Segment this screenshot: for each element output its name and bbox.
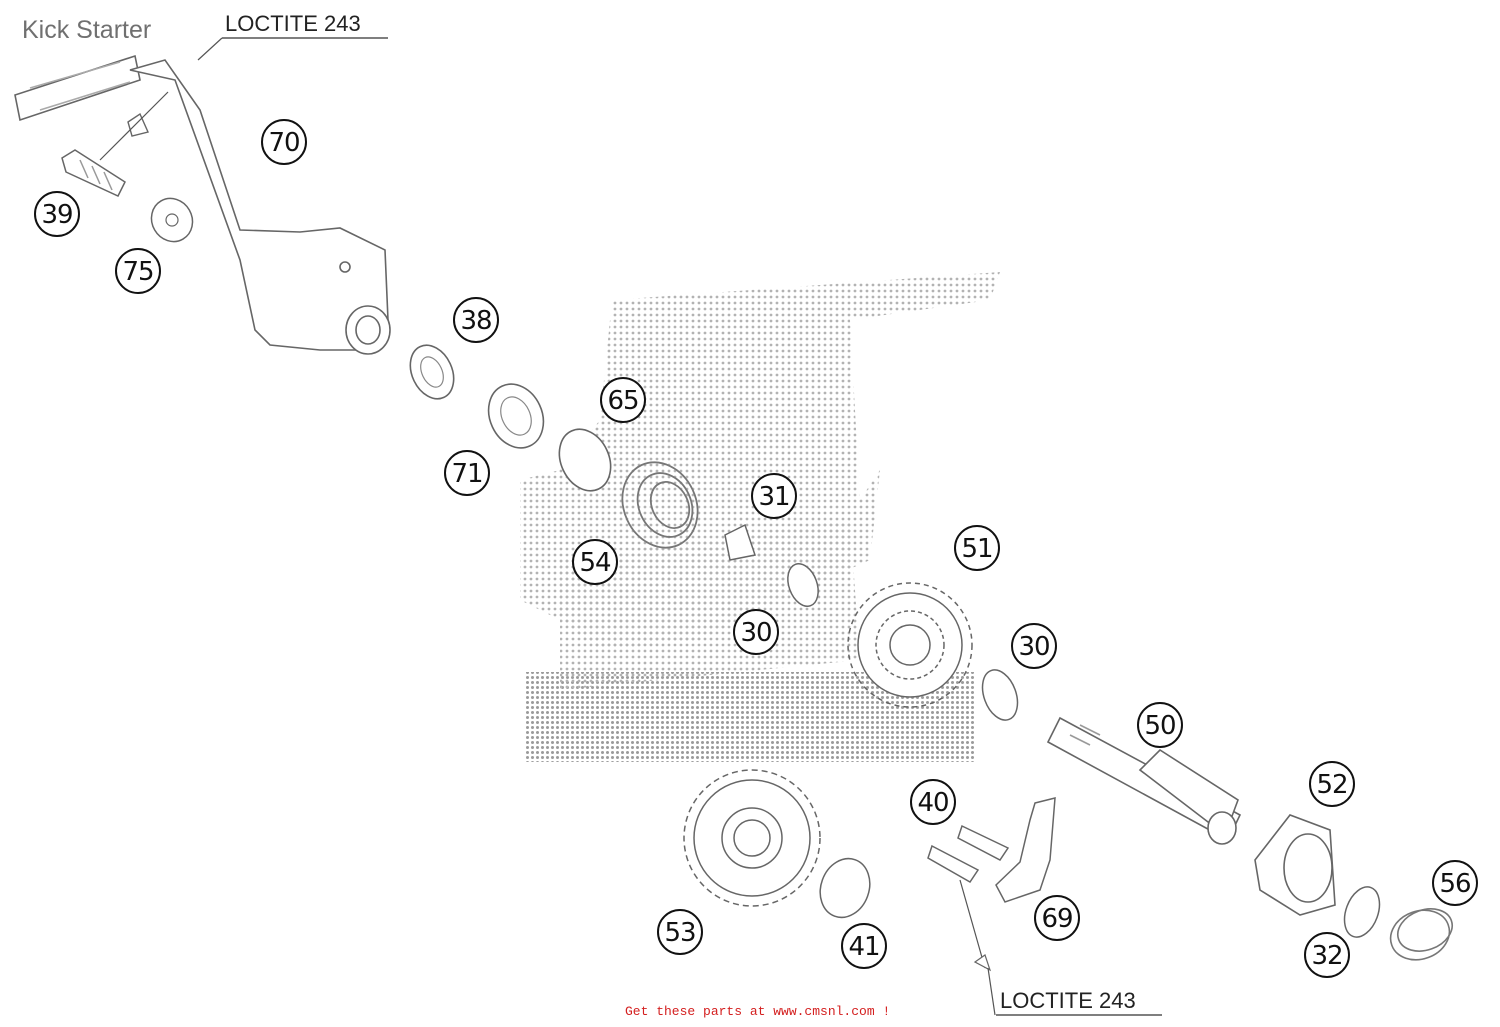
svg-text:56: 56: [1439, 869, 1470, 899]
callout-30-right: 30: [1011, 623, 1057, 669]
spring-54-part: [621, 461, 699, 549]
svg-text:LOCTITE 243: LOCTITE 243: [225, 11, 361, 36]
svg-text:30: 30: [740, 618, 771, 648]
bolts-40-part: [927, 824, 1010, 883]
ratchet-52-part: [1254, 814, 1336, 916]
svg-text:51: 51: [961, 534, 992, 564]
svg-text:41: 41: [848, 932, 879, 962]
page-title: Kick Starter: [22, 16, 152, 44]
svg-text:69: 69: [1041, 904, 1072, 934]
callout-41: 41: [841, 923, 887, 969]
callout-65: 65: [600, 377, 646, 423]
svg-text:30: 30: [1018, 632, 1049, 662]
washer-32-part: [1343, 886, 1381, 938]
svg-text:70: 70: [268, 128, 299, 158]
clip-31-part: [724, 523, 756, 561]
callout-53: 53: [657, 909, 703, 955]
callout-31: 31: [751, 473, 797, 519]
spring-56-part: [1389, 908, 1453, 961]
callout-40: 40: [910, 779, 956, 825]
svg-text:LOCTITE 243: LOCTITE 243: [1000, 988, 1136, 1013]
svg-text:75: 75: [122, 257, 153, 287]
svg-text:65: 65: [607, 386, 638, 416]
callout-32: 32: [1304, 932, 1350, 978]
svg-text:54: 54: [579, 548, 611, 578]
plate-69-part: [995, 797, 1056, 903]
svg-text:53: 53: [664, 918, 695, 948]
svg-text:32: 32: [1311, 941, 1342, 971]
callout-50: 50: [1137, 702, 1183, 748]
kick-lever-part: [14, 54, 391, 355]
bolt-39-part: [61, 149, 126, 197]
svg-text:40: 40: [917, 788, 948, 818]
callout-38: 38: [453, 297, 499, 343]
loctite-note-top: LOCTITE 243: [197, 11, 388, 61]
callout-75: 75: [115, 248, 161, 294]
svg-text:71: 71: [451, 459, 482, 489]
washer-30-part: [787, 563, 819, 607]
callout-39: 39: [34, 191, 80, 237]
svg-text:38: 38: [460, 306, 491, 336]
footer-link[interactable]: Get these parts at www.cmsnl.com !: [625, 1004, 891, 1019]
svg-text:52: 52: [1316, 770, 1347, 800]
svg-text:50: 50: [1144, 711, 1175, 741]
gear-53-part: [683, 769, 821, 907]
washer-41-part: [819, 857, 871, 919]
callouts: 70 39 75 38 65 71 31 54 51 30 30 50 52 4…: [34, 119, 1478, 978]
callout-30-center: 30: [733, 609, 779, 655]
svg-text:31: 31: [758, 482, 789, 512]
callout-54: 54: [572, 539, 618, 585]
gear-51-part: [847, 582, 973, 708]
callout-51: 51: [954, 525, 1000, 571]
washer-30b-part: [981, 669, 1019, 721]
bushing-65-part: [558, 428, 612, 492]
loctite-note-bottom: LOCTITE 243: [996, 988, 1162, 1016]
callout-70: 70: [261, 119, 307, 165]
shaft-50-part: [1046, 716, 1242, 845]
callout-71: 71: [444, 450, 490, 496]
svg-text:39: 39: [41, 200, 72, 230]
callout-56: 56: [1432, 860, 1478, 906]
callout-69: 69: [1034, 895, 1080, 941]
callout-52: 52: [1309, 761, 1355, 807]
